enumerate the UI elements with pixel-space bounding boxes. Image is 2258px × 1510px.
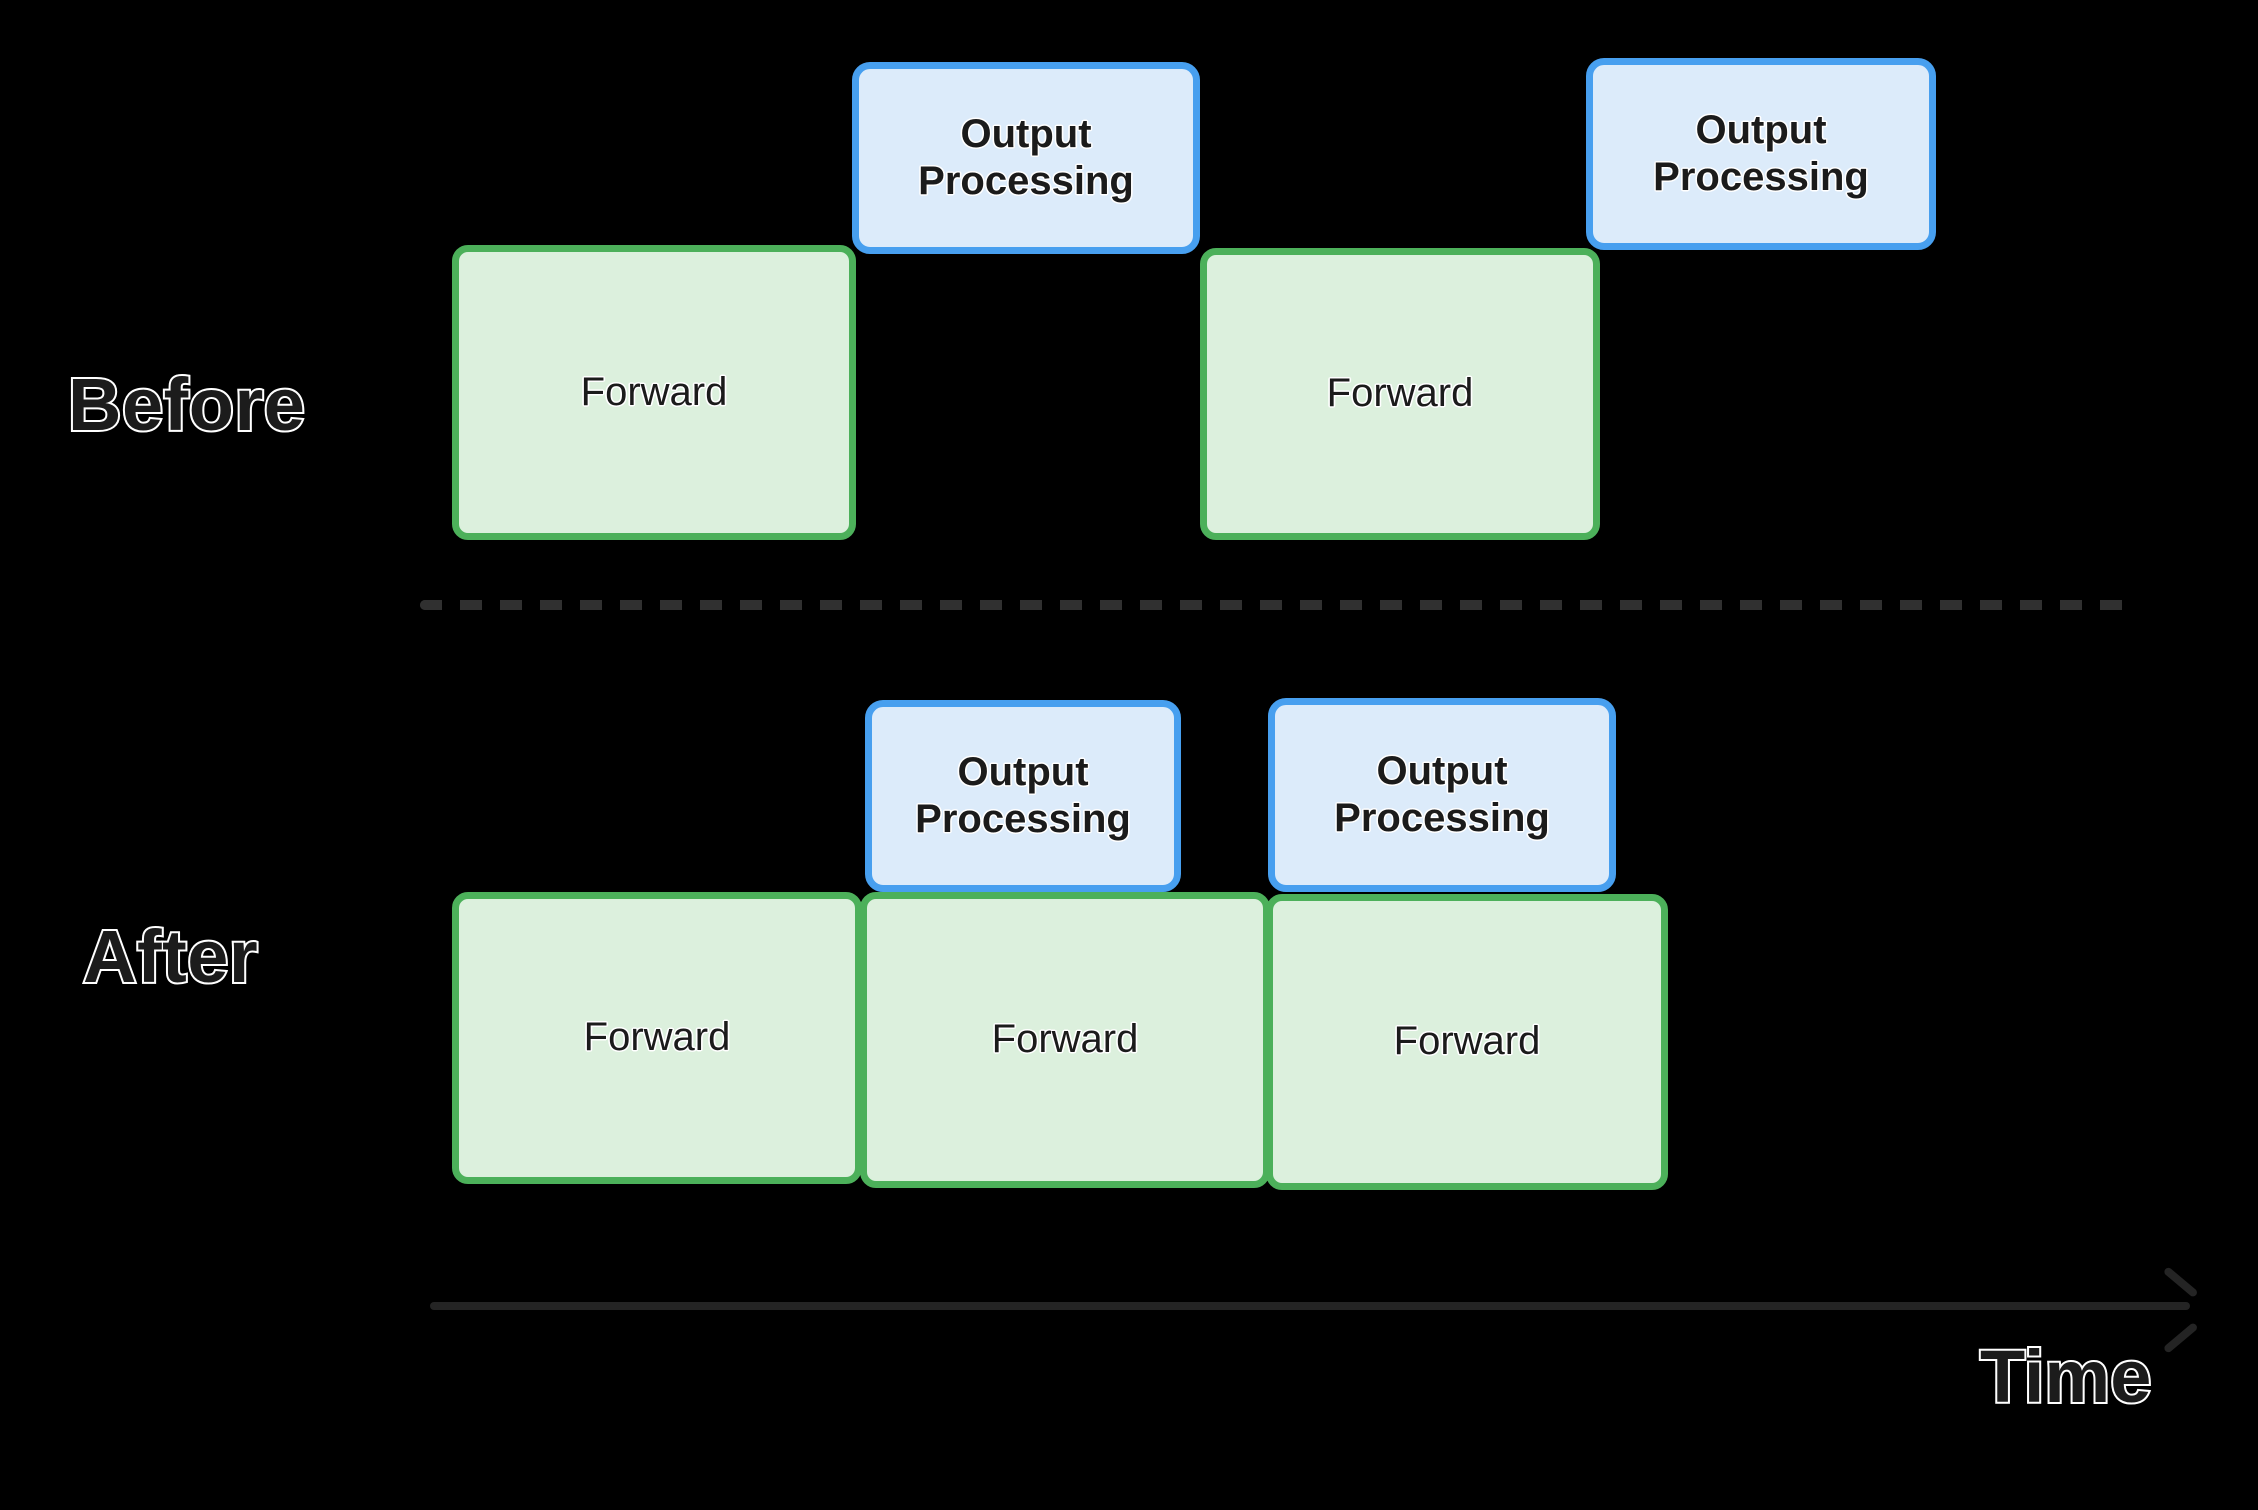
before-forward-label-2: Forward (1326, 371, 1474, 416)
before-forward-label-1: Forward (580, 369, 728, 414)
before-output-processing-block-2: Output Processing (1586, 58, 1936, 250)
output-line-2: Processing (915, 797, 1131, 841)
before-forward-block-2: Forward (1200, 248, 1600, 540)
after-output-processing-block-1: Output Processing (865, 700, 1181, 892)
row-label-before: Before (66, 363, 307, 446)
after-output-processing-block-2: Output Processing (1268, 698, 1616, 892)
output-line-2: Processing (1334, 796, 1550, 840)
section-divider (420, 600, 2132, 610)
time-axis (430, 1302, 2190, 1310)
before-output-processing-block-1: Output Processing (852, 62, 1200, 254)
output-line-2: Processing (1653, 155, 1869, 199)
output-line-2: Processing (918, 159, 1134, 203)
before-forward-block-1: Forward (452, 245, 856, 540)
after-output-processing-label-2: Output Processing (1334, 748, 1550, 842)
after-forward-block-1: Forward (452, 892, 862, 1184)
row-label-after: After (81, 915, 260, 998)
output-line-1: Output (1376, 748, 1508, 793)
time-axis-label: Time (1978, 1335, 2153, 1418)
output-line-1: Output (1695, 107, 1827, 152)
after-output-processing-label-1: Output Processing (915, 749, 1131, 843)
output-line-1: Output (957, 749, 1089, 794)
after-forward-label-2: Forward (991, 1017, 1139, 1062)
output-line-1: Output (960, 111, 1092, 156)
time-axis-line (430, 1302, 2190, 1310)
after-forward-label-1: Forward (583, 1015, 731, 1060)
after-forward-block-2: Forward (860, 892, 1270, 1188)
before-output-processing-label-2: Output Processing (1653, 107, 1869, 201)
after-forward-label-3: Forward (1393, 1019, 1541, 1064)
before-output-processing-label-1: Output Processing (918, 111, 1134, 205)
after-forward-block-3: Forward (1266, 894, 1668, 1190)
